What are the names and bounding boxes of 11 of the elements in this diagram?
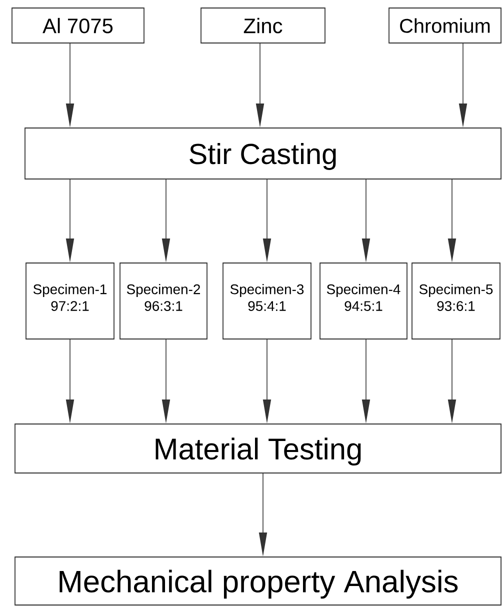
process-box: Stir Casting	[24, 128, 502, 180]
process-box: Mechanical property Analysis	[14, 556, 502, 606]
specimen-box: Specimen-3 95:4:1	[222, 262, 312, 340]
specimen-box: Specimen-2 96:3:1	[120, 262, 208, 340]
process-box: Material Testing	[14, 424, 502, 474]
input-box: Chromium	[388, 8, 502, 44]
specimen-box: Specimen-5 93:6:1	[412, 262, 500, 340]
input-box: Al 7075	[12, 8, 144, 44]
specimen-box: Specimen-1 97:2:1	[26, 262, 114, 340]
input-box: Zinc	[200, 8, 326, 44]
specimen-box: Specimen-4 94:5:1	[320, 262, 408, 340]
